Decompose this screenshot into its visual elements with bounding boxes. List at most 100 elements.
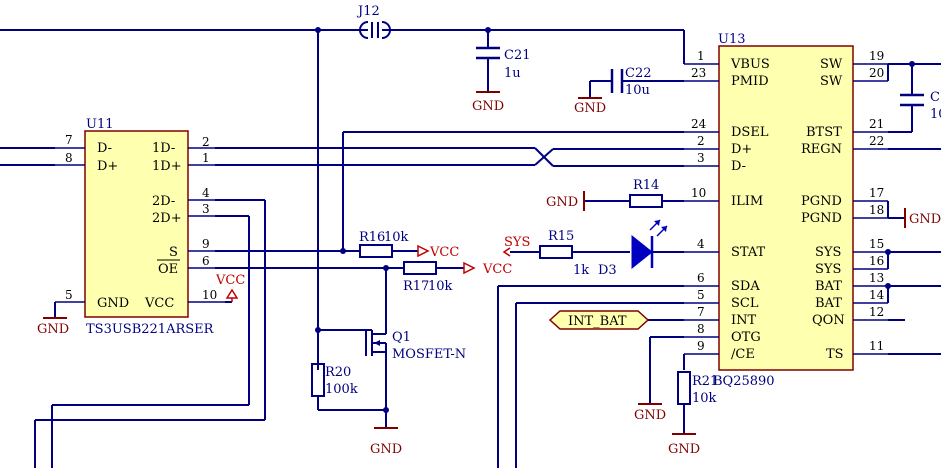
q1-ref: Q1: [392, 330, 411, 345]
u13-pin-sys2: SYS: [815, 262, 841, 277]
u13-pin-ts: TS: [826, 347, 844, 362]
r20-resistor[interactable]: R20 100k: [311, 363, 358, 397]
r20-value: 100k: [325, 382, 358, 397]
gnd-otg[interactable]: GND: [634, 403, 666, 423]
gnd-label: GND: [909, 212, 941, 227]
u13-part: BQ25890: [713, 374, 775, 389]
q1-mosfet[interactable]: Q1 MOSFET-N: [365, 330, 466, 362]
u13-pin-pgnd1: PGND: [801, 194, 842, 209]
gnd-r14[interactable]: GND: [546, 191, 585, 211]
u11-chip[interactable]: U11 TS3USB221ARSER D- D+ 1D- 1D+ 2D- 2D+…: [55, 117, 225, 337]
int-bat-net-label[interactable]: INT_BAT: [548, 310, 650, 330]
r14-ref: R14: [633, 178, 659, 193]
u11-ref: U11: [86, 117, 114, 132]
u13-pin-stat: STAT: [731, 245, 766, 260]
d3-led[interactable]: D3: [598, 219, 668, 278]
c22-capacitor[interactable]: C22 10u: [610, 66, 652, 98]
c-partial-capacitor[interactable]: C 10: [900, 90, 941, 122]
vcc-label: VCC: [482, 262, 512, 277]
r15-body: [539, 245, 573, 259]
u11-pin-2dp-name: 2D+: [152, 211, 182, 226]
u13-pin-vbus: VBUS: [730, 57, 770, 72]
q1-arrow: [374, 340, 380, 346]
u13-pin-num: 20: [869, 66, 884, 80]
gnd-r21[interactable]: GND: [668, 433, 700, 457]
u13-pin-num: 16: [869, 254, 884, 268]
r20-ref: R20: [325, 365, 351, 380]
u11-pin-num: 3: [202, 202, 210, 216]
junction-dot: [885, 249, 891, 255]
u13-chip[interactable]: U13 BQ25890 VBUS PMID DSEL D+ D- ILIM ST…: [684, 32, 888, 389]
vcc-port-r17[interactable]: VCC: [463, 261, 512, 277]
gnd-label: GND: [634, 408, 666, 423]
gnd-label: GND: [37, 322, 69, 337]
u13-pin-ilim: ILIM: [731, 194, 763, 209]
r21-resistor[interactable]: R21 10k: [677, 371, 718, 406]
r15-value: 1k: [573, 263, 589, 278]
u11-pin-leads: [55, 147, 225, 303]
r17-resistor[interactable]: R17 10k: [403, 261, 453, 294]
r20-body: [311, 363, 325, 397]
sys-power-port[interactable]: SYS: [502, 235, 530, 257]
c21-capacitor[interactable]: C21 1u: [476, 46, 531, 81]
u13-pin-num: 24: [691, 117, 707, 131]
u11-pin-num: 10: [202, 288, 217, 302]
gnd-label: GND: [370, 442, 402, 457]
u11-pin-1dp-name: 1D+: [152, 159, 182, 174]
junction-dot: [485, 27, 491, 33]
r17-value: 10k: [428, 279, 453, 294]
junction-dot: [383, 407, 389, 413]
vcc-port-r16[interactable]: VCC: [417, 244, 459, 260]
u11-part: TS3USB221ARSER: [86, 322, 215, 337]
gnd-pgnd[interactable]: GND: [904, 208, 941, 228]
c22-value: 10u: [625, 83, 650, 98]
u13-pin-num: 18: [869, 203, 884, 217]
u13-pin-num: 19: [869, 49, 884, 63]
r15-resistor[interactable]: R15 1k: [539, 229, 589, 278]
int-bat-tag: [548, 310, 650, 330]
u13-pin-num: 23: [691, 66, 706, 80]
r16-resistor[interactable]: R16 10k: [359, 230, 409, 258]
u13-pin-num: 1: [697, 49, 705, 63]
gnd-c21[interactable]: GND: [472, 91, 504, 114]
c22-ref: C22: [625, 66, 652, 81]
u13-pin-leads: [684, 63, 888, 355]
u11-pin-dp-name: D+: [97, 159, 118, 174]
u13-pin-num: 17: [869, 186, 884, 200]
u11-pin-num: 9: [202, 237, 210, 251]
u13-pin-bat1: BAT: [815, 279, 842, 294]
u11-pin-s-name: S: [169, 245, 178, 260]
d3-ray-head: [654, 220, 660, 226]
r17-body: [403, 261, 437, 275]
u13-pin-sda: SDA: [731, 279, 760, 294]
j12-jumper[interactable]: J12: [356, 4, 391, 39]
u11-pin-num: 8: [65, 151, 73, 165]
vcc-label: VCC: [429, 245, 459, 260]
gnd-q1[interactable]: GND: [370, 427, 402, 457]
u13-pin-num: 22: [869, 134, 884, 148]
u13-pin-dsel: DSEL: [731, 125, 769, 140]
gnd-c22[interactable]: GND: [574, 97, 606, 116]
sys-arrow: [502, 247, 511, 257]
r16-value: 10k: [384, 230, 409, 245]
gnd-label: GND: [668, 442, 700, 457]
r14-resistor[interactable]: R14: [629, 178, 663, 208]
j12-ref: J12: [356, 4, 380, 19]
r21-body: [677, 371, 691, 405]
j12-symbol: [359, 21, 391, 39]
c21-value: 1u: [504, 66, 521, 81]
vcc-arrow: [225, 288, 239, 299]
vcc-label: VCC: [215, 273, 245, 288]
u11-pin-num: 2: [202, 135, 210, 149]
u13-pin-regn: REGN: [801, 142, 842, 157]
gnd-u11[interactable]: GND: [37, 317, 69, 337]
u13-pin-dp: D+: [731, 142, 752, 157]
vcc-port-u11[interactable]: VCC: [215, 273, 245, 302]
u11-pin-num: 4: [202, 186, 210, 200]
u13-pin-ce: /CE: [731, 347, 755, 362]
u11-pin-gnd-name: GND: [97, 296, 129, 311]
u13-pin-num: 9: [697, 339, 705, 353]
r16-ref: R16: [359, 230, 385, 245]
u13-pin-scl: SCL: [731, 296, 759, 311]
u13-pin-num: 8: [697, 322, 705, 336]
